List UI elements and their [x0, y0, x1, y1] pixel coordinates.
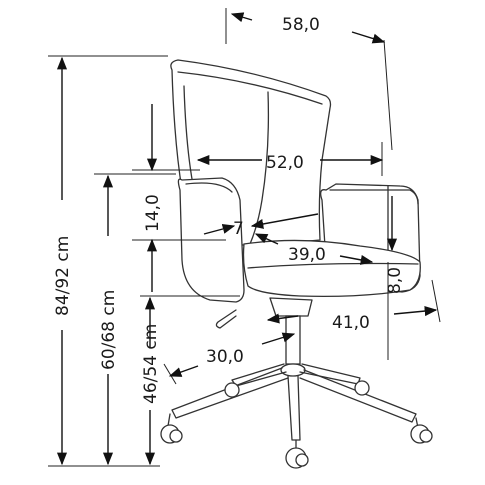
base-leg-back-left [231, 363, 287, 387]
seat-cushion [242, 239, 421, 298]
caster-left [160, 413, 183, 444]
base-leg-front [287, 375, 301, 441]
label-total-width: 58,0 [282, 15, 320, 35]
left-armrest-piping [185, 182, 233, 193]
dim-angle-right [250, 213, 319, 229]
label-armrest-floor-height: 60/68 cm [99, 290, 119, 370]
label-armrest-height: 14,0 [143, 194, 163, 232]
label-seat-height: 46/54 cm [141, 324, 161, 404]
backrest-seam [249, 91, 270, 245]
base-hub [280, 363, 306, 377]
dim-base-radius-right [261, 332, 296, 345]
label-base-radius: 30,0 [206, 347, 244, 367]
dimension-lines [48, 8, 441, 467]
dim-angle-left [203, 224, 236, 235]
label-base-depth: 41,0 [332, 313, 370, 333]
dim-base-depth-right [393, 306, 438, 317]
label-seat-thickness: 8,0 [385, 267, 405, 294]
seat-piping [247, 262, 419, 269]
caster-front [285, 439, 309, 469]
dim-total-width-left [230, 12, 253, 23]
label-backrest-angle: 7 [233, 219, 244, 239]
dim-total-width-right [351, 31, 386, 44]
label-seat-depth: 39,0 [288, 245, 326, 265]
dimension-labels: 58,0 52,0 14,0 7 39,0 8,0 41,0 30,0 84/9… [53, 15, 405, 404]
caster-back-right [354, 380, 370, 396]
caster-back-left [224, 382, 240, 398]
backrest-piping [177, 71, 323, 105]
label-total-height: 84/92 cm [53, 236, 73, 316]
dim-seat-depth-front [339, 254, 374, 265]
dim-base-depth-left [266, 313, 299, 324]
chair-illustration [160, 59, 433, 469]
seat-mechanism [269, 297, 313, 317]
dim-base-radius-left [168, 365, 199, 377]
label-seat-width: 52,0 [266, 153, 304, 173]
gas-cylinder [285, 315, 301, 365]
caster-right [410, 417, 433, 444]
dim-seat-depth-back [254, 233, 279, 245]
right-armrest-piping [329, 189, 419, 205]
gas-lift-lever [215, 309, 237, 329]
